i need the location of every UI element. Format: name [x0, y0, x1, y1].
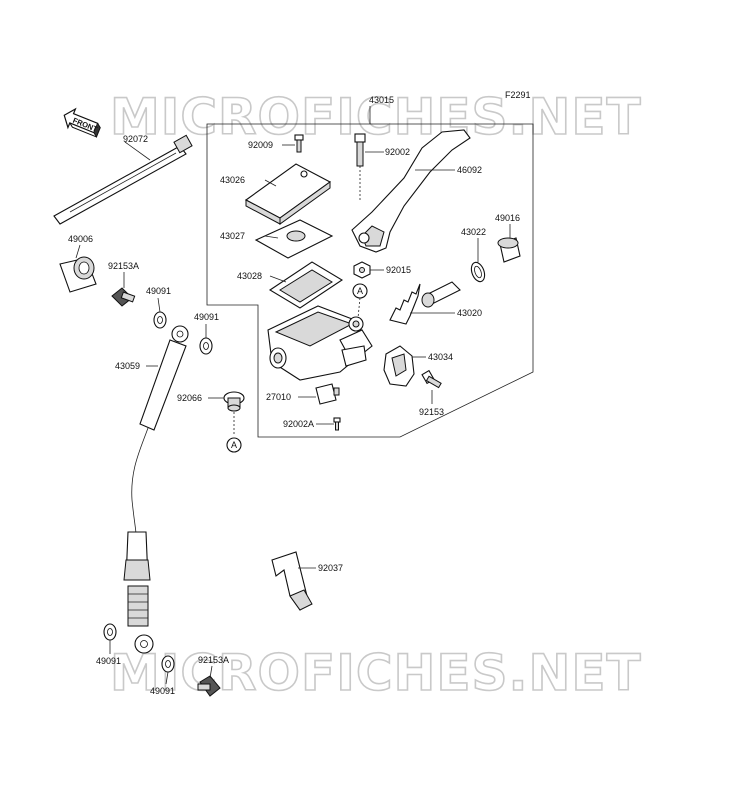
leader-92072 [124, 141, 151, 161]
figure-code: F2291 [505, 90, 531, 100]
label-43020: 43020 [457, 308, 482, 318]
label-92153A-bottom: 92153A [198, 655, 229, 665]
leader-92153A-bottom [209, 665, 213, 679]
brake-switch-part [315, 383, 340, 405]
label-92153: 92153 [419, 407, 444, 417]
washer-c-part [103, 623, 117, 641]
leader-43028 [269, 275, 287, 283]
label-92015: 92015 [386, 265, 411, 275]
pivot-bolt-part [354, 133, 366, 200]
watermark-bottom: MICROFICHES.NET [110, 644, 642, 702]
washer-b-part [199, 337, 213, 355]
leader-49091-a [157, 297, 161, 313]
diaphragm-part [268, 261, 344, 309]
leader-49006 [75, 244, 81, 259]
assembly-bracket [206, 123, 534, 438]
label-43015: 43015 [369, 95, 394, 105]
cable-tie-part [53, 134, 193, 225]
banjo-bolt-bottom-part [197, 675, 221, 697]
leader-43026 [264, 179, 277, 187]
washer-d-part [161, 655, 175, 673]
switch-screw-part [333, 417, 341, 431]
label-49091-d: 49091 [150, 686, 175, 696]
label-92009: 92009 [248, 140, 273, 150]
screw-92009-part [294, 134, 304, 153]
reservoir-cap-part [244, 163, 332, 225]
label-49016: 49016 [495, 213, 520, 223]
master-cylinder-body-part [267, 305, 373, 381]
cap-49006-part [59, 256, 97, 293]
leader-43027 [264, 235, 279, 239]
brake-hose-part [123, 325, 189, 654]
diaphragm-plate-part [254, 219, 334, 259]
label-49091-b: 49091 [194, 312, 219, 322]
label-43028: 43028 [237, 271, 262, 281]
label-92066: 92066 [177, 393, 202, 403]
clamp-bolt-part [421, 369, 442, 389]
label-92002: 92002 [385, 147, 410, 157]
washer-a-part [153, 311, 167, 329]
label-27010: 27010 [266, 392, 291, 402]
label-46092: 46092 [457, 165, 482, 175]
hose-clamp-part [271, 551, 313, 611]
label-43034: 43034 [428, 352, 453, 362]
marker-a-lower-label: A [231, 440, 237, 450]
label-92037: 92037 [318, 563, 343, 573]
piston-kit-part [389, 281, 461, 325]
watermark-top: MICROFICHES.NET [110, 88, 642, 146]
circlip-part [470, 261, 486, 283]
clamp-part [383, 345, 415, 387]
label-49091-a: 49091 [146, 286, 171, 296]
label-43059: 43059 [115, 361, 140, 371]
label-92002A: 92002A [283, 419, 314, 429]
plug-92066-part [223, 391, 245, 412]
label-49091-c: 49091 [96, 656, 121, 666]
label-92153A-top: 92153A [108, 261, 139, 271]
dust-boot-part [497, 237, 521, 263]
brake-lever-part [351, 129, 471, 253]
label-49006: 49006 [68, 234, 93, 244]
banjo-bolt-top-part [111, 287, 136, 307]
label-43027: 43027 [220, 231, 245, 241]
label-43022: 43022 [461, 227, 486, 237]
marker-a-lower [226, 437, 242, 453]
marker-a-upper-label: A [357, 286, 363, 296]
nut-92015-part [353, 261, 371, 279]
front-arrow-icon: FRONT [63, 107, 101, 139]
label-43026: 43026 [220, 175, 245, 185]
label-92072: 92072 [123, 134, 148, 144]
leader-49091-d [165, 671, 169, 685]
